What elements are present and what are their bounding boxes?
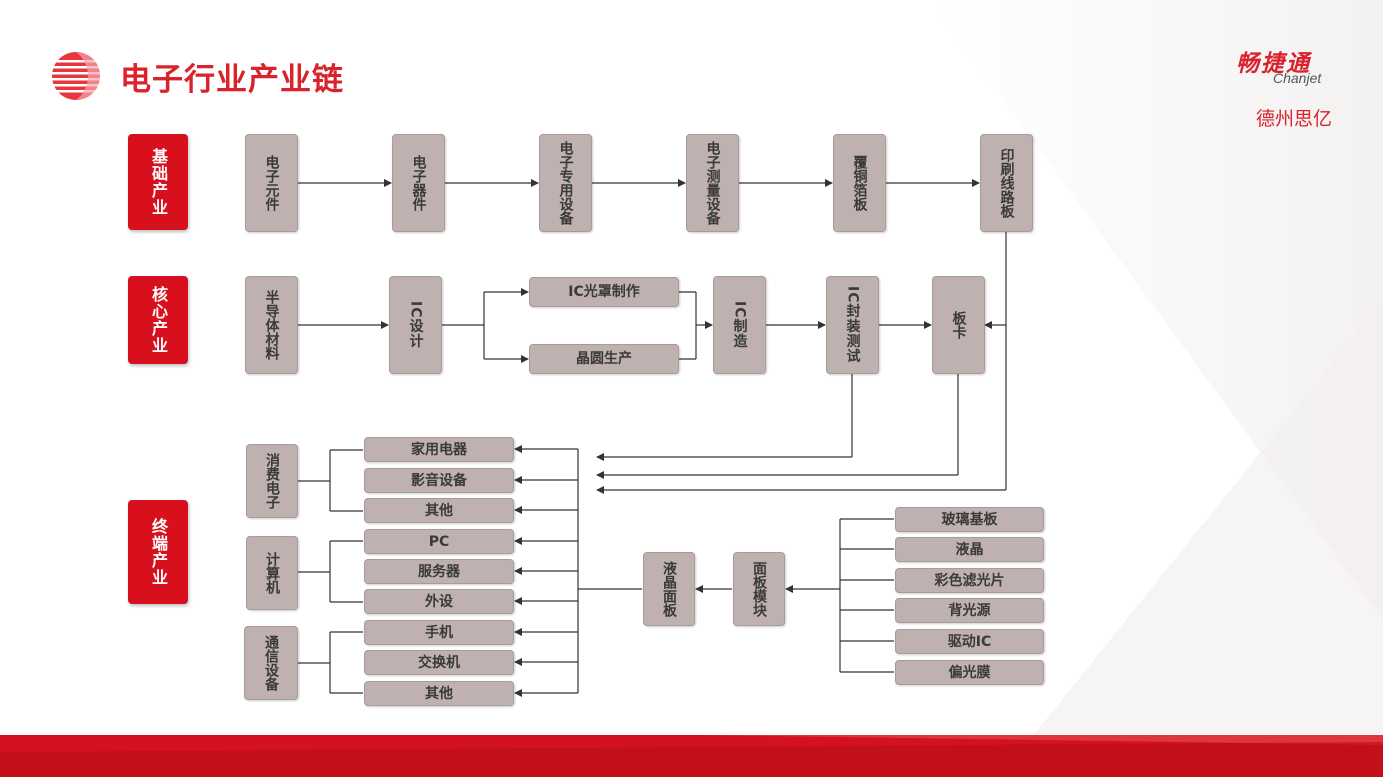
node-ic-mask: IC光罩制作: [529, 277, 679, 307]
node-board-card: 板卡: [932, 276, 985, 374]
node-switch: 交换机: [364, 650, 514, 675]
node-polarizer-film: 偏光膜: [895, 660, 1044, 685]
node-pcb: 印刷线路板: [980, 134, 1033, 232]
node-liquid-crystal: 液晶: [895, 537, 1044, 562]
node-consumer-electronics: 消费电子: [246, 444, 298, 518]
node-telecom-other: 其他: [364, 681, 514, 706]
node-driver-ic: 驱动IC: [895, 629, 1044, 654]
node-electronic-components: 电子元件: [245, 134, 298, 232]
company-name: 德州思亿: [1256, 108, 1333, 130]
node-lcd-panel: 液晶面板: [643, 552, 695, 626]
node-ic-manufacturing: IC制造: [713, 276, 766, 374]
category-core: 核心产业: [128, 276, 188, 364]
brand-logo-english: Chanjet: [1273, 70, 1322, 86]
node-special-equipment: 电子专用设备: [539, 134, 592, 232]
node-ic-packaging-testing: IC封装测试: [826, 276, 879, 374]
category-terminal: 终端产业: [128, 500, 188, 604]
node-electronic-devices: 电子器件: [392, 134, 445, 232]
node-audio-video: 影音设备: [364, 468, 514, 493]
node-consumer-other: 其他: [364, 498, 514, 523]
node-computer: 计算机: [246, 536, 298, 610]
node-pc: PC: [364, 529, 514, 554]
node-peripherals: 外设: [364, 589, 514, 614]
node-mobile-phone: 手机: [364, 620, 514, 645]
node-wafer-production: 晶圆生产: [529, 344, 679, 374]
node-backlight: 背光源: [895, 598, 1044, 623]
category-basic: 基础产业: [128, 134, 188, 230]
node-measurement-equipment: 电子测量设备: [686, 134, 739, 232]
logo-circle-icon: [52, 52, 102, 100]
node-home-appliances: 家用电器: [364, 437, 514, 462]
node-glass-substrate: 玻璃基板: [895, 507, 1044, 532]
node-telecom-equipment: 通信设备: [244, 626, 298, 700]
page-title: 电子行业产业链: [120, 62, 344, 98]
node-color-filter: 彩色滤光片: [895, 568, 1044, 593]
node-server: 服务器: [364, 559, 514, 584]
node-ic-design: IC设计: [389, 276, 442, 374]
node-copper-clad-laminate: 覆铜箔板: [833, 134, 886, 232]
node-panel-module: 面板模块: [733, 552, 785, 626]
brand-logo-text: 畅捷通: [1236, 51, 1311, 77]
node-semiconductor-materials: 半导体材料: [245, 276, 298, 374]
